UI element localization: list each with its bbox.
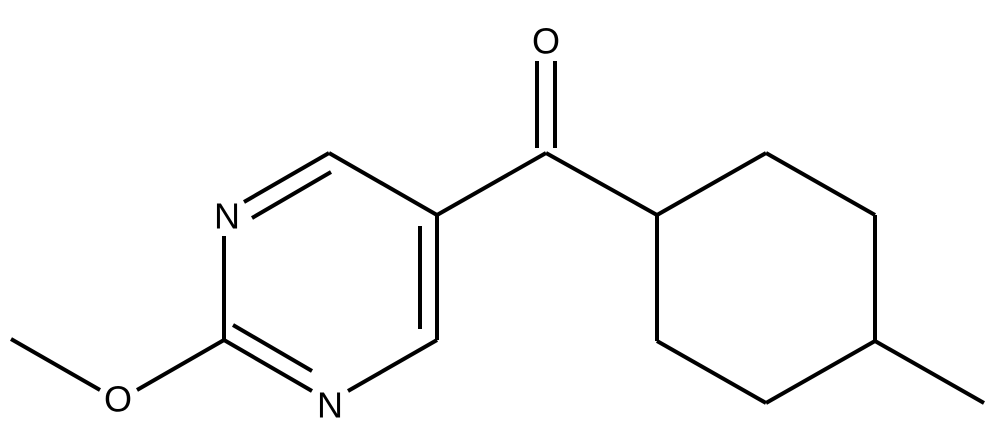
bond-methoxy-oxygen-methyl — [10, 337, 101, 392]
bond-c2-n1-inner — [231, 323, 314, 373]
bond-c4-n3-outer — [243, 151, 330, 204]
carbonyl-oxygen-label: O — [532, 21, 560, 62]
methoxy-oxygen-label: O — [104, 379, 132, 420]
bond-c2-methoxy-oxygen — [136, 338, 225, 392]
bond-c2-n1-outer — [222, 338, 314, 393]
bond-n1-c6 — [347, 338, 438, 393]
bond-carbonyl-to-cyclohexyl — [545, 151, 658, 217]
bond-cy5-cy6 — [656, 339, 767, 405]
ring-nitrogen-upper-label: N — [214, 196, 240, 237]
bond-cy4-methyl — [874, 339, 985, 405]
bond-cy4-cy5 — [765, 339, 876, 405]
atom-labels: O N N O — [104, 21, 560, 426]
bond-c5-c4 — [328, 151, 438, 217]
bond-cy1-cy2 — [656, 151, 767, 217]
ring-nitrogen-lower-label: N — [317, 385, 343, 426]
bond-c4-n3-inner — [250, 170, 333, 220]
bonds — [10, 61, 985, 405]
bond-carbonyl-to-pyrimidine — [436, 151, 547, 217]
bond-cy2-cy3 — [765, 151, 876, 217]
